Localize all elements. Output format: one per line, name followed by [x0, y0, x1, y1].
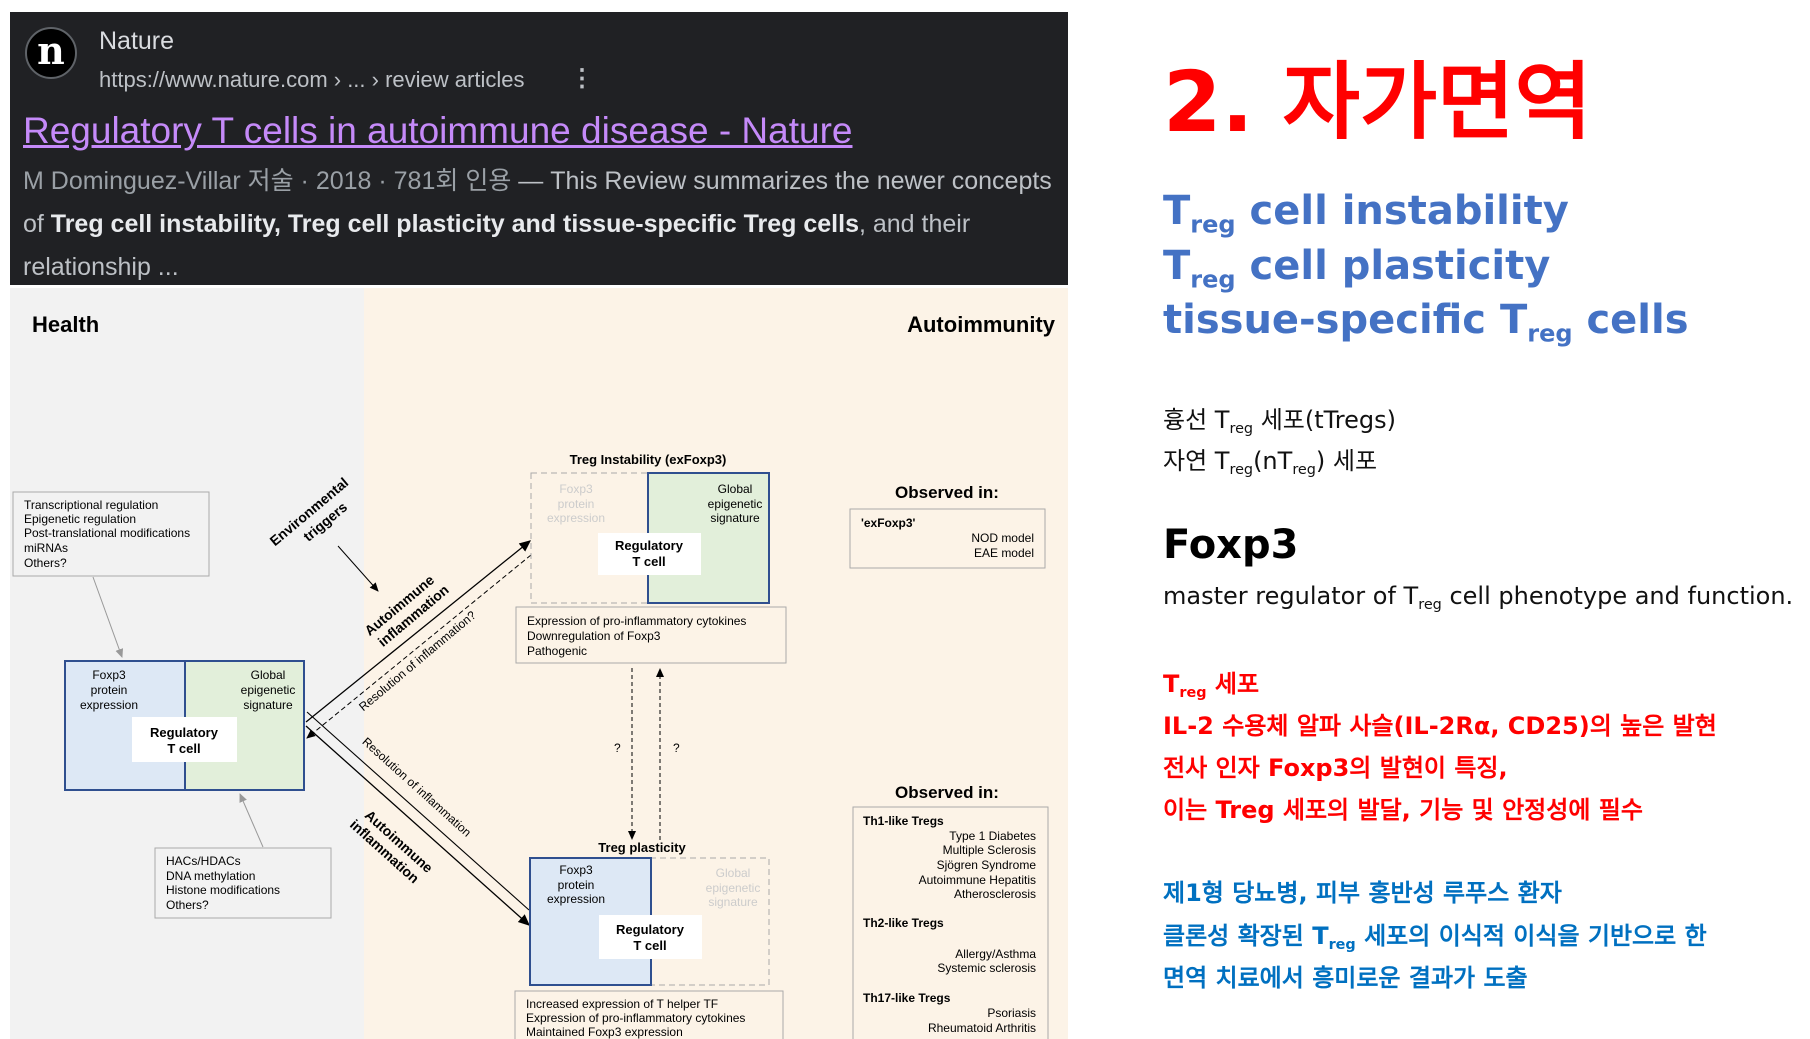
- site-name[interactable]: Nature: [99, 27, 175, 55]
- svg-text:Pathogenic: Pathogenic: [527, 644, 587, 658]
- svg-text:expression: expression: [547, 892, 605, 906]
- svg-text:Type 1 Diabetes: Type 1 Diabetes: [949, 829, 1036, 843]
- svg-text:Regulatory: Regulatory: [615, 538, 684, 553]
- svg-text:protein: protein: [558, 878, 595, 892]
- result-url[interactable]: https://www.nature.com › ... › review ar…: [99, 67, 525, 92]
- plasticity-title: Treg plasticity: [598, 840, 686, 855]
- svg-text:epigenetic: epigenetic: [708, 497, 763, 511]
- svg-text:Sjögren Syndrome: Sjögren Syndrome: [937, 858, 1037, 872]
- svg-text:T cell: T cell: [633, 938, 666, 953]
- svg-text:T cell: T cell: [167, 741, 200, 756]
- blue-note-2: 클론성 확장된 Treg 세포의 이식적 이식을 기반으로 한: [1163, 922, 1707, 954]
- svg-text:NOD model: NOD model: [971, 531, 1034, 545]
- svg-text:Foxp3: Foxp3: [559, 863, 593, 877]
- svg-text:Systemic sclerosis: Systemic sclerosis: [937, 961, 1036, 975]
- note-ttreg: 흉선 Treg 세포(tTregs): [1163, 406, 1396, 438]
- svg-text:Regulatory: Regulatory: [616, 922, 685, 937]
- svg-text:'exFoxp3': 'exFoxp3': [861, 516, 916, 530]
- svg-text:Th17-like Tregs: Th17-like Tregs: [863, 991, 951, 1005]
- svg-text:protein: protein: [558, 497, 595, 511]
- red-note-0: Treg 세포: [1163, 670, 1260, 702]
- svg-text:Epigenetic regulation: Epigenetic regulation: [24, 512, 136, 526]
- snippet-bold: Treg cell instability, Treg cell plastic…: [50, 210, 859, 238]
- observed-title-2: Observed in:: [895, 783, 999, 802]
- svg-text:?: ?: [614, 741, 621, 755]
- svg-text:Others?: Others?: [166, 898, 209, 912]
- more-options-icon[interactable]: ⋮: [570, 65, 594, 92]
- svg-text:Downregulation of Foxp3: Downregulation of Foxp3: [527, 629, 661, 643]
- svg-text:Foxp3: Foxp3: [92, 668, 126, 682]
- svg-text:Global: Global: [718, 482, 753, 496]
- observed-title-1: Observed in:: [895, 483, 999, 502]
- note-ntreg: 자연 Treg(nTreg) 세포: [1163, 447, 1378, 479]
- result-snippet: M Dominguez-Villar 저술 · 2018 · 781회 인용 —…: [23, 160, 1063, 289]
- snippet-text-end: , and their relationship ...: [23, 210, 971, 281]
- svg-text:Psoriasis: Psoriasis: [987, 1006, 1036, 1020]
- health-label: Health: [32, 312, 99, 337]
- svg-text:expression: expression: [80, 698, 138, 712]
- svg-text:Expression of pro-inflammatory: Expression of pro-inflammatory cytokines: [526, 1011, 745, 1025]
- regulation-list: Transcriptional regulation Epigenetic re…: [24, 498, 190, 570]
- red-note-2: 전사 인자 Foxp3의 발현이 특징,: [1163, 754, 1508, 782]
- svg-text:Autoimmune Hepatitis: Autoimmune Hepatitis: [919, 873, 1036, 887]
- observed-box-1: [849, 508, 1046, 569]
- svg-text:Others?: Others?: [24, 556, 67, 570]
- svg-text:Global: Global: [716, 866, 751, 880]
- red-note-1: IL-2 수용체 알파 사슬(IL-2Rα, CD25)의 높은 발현: [1163, 712, 1717, 740]
- result-title-link[interactable]: Regulatory T cells in autoimmune disease…: [23, 110, 853, 151]
- svg-text:Foxp3: Foxp3: [559, 482, 593, 496]
- topic-instability: Treg cell instability: [1163, 188, 1569, 239]
- instability-box: [515, 606, 787, 664]
- svg-text:Multiple Sclerosis: Multiple Sclerosis: [943, 843, 1036, 857]
- svg-text:Transcriptional regulation: Transcriptional regulation: [24, 498, 158, 512]
- instability-title: Treg Instability (exFoxp3): [570, 452, 727, 467]
- svg-text:?: ?: [673, 741, 680, 755]
- svg-text:Allergy/Asthma: Allergy/Asthma: [955, 947, 1036, 961]
- svg-text:Rheumatoid Arthritis: Rheumatoid Arthritis: [928, 1021, 1036, 1035]
- topic-plasticity: Treg cell plasticity: [1163, 243, 1551, 294]
- red-note-3: 이는 Treg 세포의 발달, 기능 및 안정성에 필수: [1163, 796, 1643, 824]
- nature-logo-icon: n: [25, 27, 77, 79]
- foxp3-description: master regulator of Treg cell phenotype …: [1163, 582, 1794, 614]
- svg-text:signature: signature: [710, 511, 760, 525]
- result-meta: M Dominguez-Villar 저술 · 2018 · 781회 인용: [23, 167, 512, 195]
- svg-text:miRNAs: miRNAs: [24, 541, 68, 555]
- blue-note-3: 면역 치료에서 흥미로운 결과가 도출: [1163, 964, 1528, 992]
- svg-text:signature: signature: [708, 895, 758, 909]
- svg-text:protein: protein: [91, 683, 128, 697]
- svg-text:HACs/HDACs: HACs/HDACs: [166, 854, 241, 868]
- svg-text:Regulatory: Regulatory: [150, 725, 219, 740]
- svg-text:Maintained Foxp3 expression: Maintained Foxp3 expression: [526, 1025, 683, 1039]
- svg-text:Th1-like Tregs: Th1-like Tregs: [863, 814, 944, 828]
- autoimmunity-label: Autoimmunity: [907, 312, 1056, 337]
- svg-text:Th2-like Tregs: Th2-like Tregs: [863, 916, 944, 930]
- svg-text:signature: signature: [243, 698, 293, 712]
- svg-text:T cell: T cell: [632, 554, 665, 569]
- svg-text:Histone modifications: Histone modifications: [166, 883, 280, 897]
- svg-text:Increased expression of T help: Increased expression of T helper TF: [526, 997, 718, 1011]
- plasticity-box: [514, 990, 784, 1039]
- observed-box-2: [852, 806, 1049, 1039]
- svg-text:epigenetic: epigenetic: [706, 881, 761, 895]
- epigenetic-box: [154, 847, 332, 919]
- svg-text:Atherosclerosis: Atherosclerosis: [954, 887, 1036, 901]
- section-heading: 2. 자가면역: [1163, 53, 1592, 151]
- foxp3-heading: Foxp3: [1163, 522, 1299, 568]
- svg-text:EAE model: EAE model: [974, 546, 1034, 560]
- svg-text:epigenetic: epigenetic: [241, 683, 296, 697]
- svg-text:Post-translational modificatio: Post-translational modifications: [24, 526, 190, 540]
- search-result-card: n Nature https://www.nature.com › ... › …: [10, 12, 1068, 285]
- blue-note-1: 제1형 당뇨병, 피부 홍반성 루푸스 환자: [1163, 879, 1562, 907]
- regulation-box: [12, 491, 210, 577]
- topic-tissue-specific: tissue-specific Treg cells: [1163, 297, 1689, 348]
- snippet-text: — This Review summarizes the newer conce…: [23, 167, 1052, 238]
- svg-text:DNA methylation: DNA methylation: [166, 869, 255, 883]
- svg-text:Global: Global: [251, 668, 286, 682]
- svg-text:expression: expression: [547, 511, 605, 525]
- svg-text:Expression of pro-inflammatory: Expression of pro-inflammatory cytokines: [527, 614, 746, 628]
